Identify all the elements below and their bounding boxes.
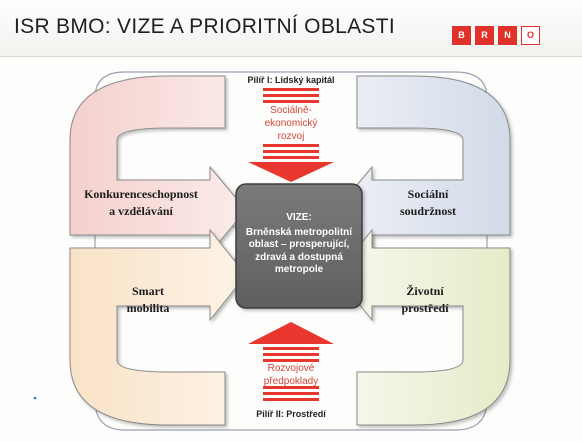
vision-line: Brněnská metropolitní (245, 226, 353, 238)
logo-letter-b: B (452, 26, 471, 45)
red-arrow-bottom (248, 322, 334, 401)
vision-box (235, 183, 363, 309)
area-label-line: prostředí (401, 301, 449, 315)
logo-letter-o: O (521, 26, 540, 45)
bottom-arrow-text: Rozvojové předpoklady (246, 362, 336, 388)
bottom-arrow-text-line: předpoklady (263, 376, 319, 387)
area-label-line: Smart (132, 284, 164, 298)
red-arrow-top (248, 88, 334, 182)
pillar-top-label: Pilíř I: Lidský kapitál (247, 75, 335, 85)
area-label-line: Životní (406, 284, 444, 298)
top-arrow-text-line: Sociálně- (270, 105, 312, 116)
vision-line: metropole (274, 264, 324, 275)
top-arrow-text-line: rozvoj (277, 131, 305, 142)
area-label-line: Sociální (407, 187, 449, 201)
vision-title: VIZE: (286, 212, 312, 223)
brno-logo: B R N O (452, 26, 540, 45)
area-label-bottom-right: Životní prostředí (384, 283, 466, 317)
bottom-arrow-text-line: Rozvojové (267, 363, 315, 374)
header-bar: ISR BMO: VIZE A PRIORITNÍ OBLASTI B R N … (0, 0, 582, 57)
vision-line: zdravá a dostupná (255, 251, 343, 263)
top-arrow-text-line: ekonomický (264, 118, 318, 129)
scan-dot (33, 396, 37, 400)
logo-letter-n: N (498, 26, 517, 45)
area-label-top-left: Konkurenceschopnost a vzdělávání (76, 186, 206, 220)
area-label-line: a vzdělávání (109, 204, 173, 218)
pillar-bottom-label: Pilíř II: Prostředí (256, 409, 326, 419)
slide-title: ISR BMO: VIZE A PRIORITNÍ OBLASTI (14, 15, 395, 38)
vision-text: VIZE: Brněnská metropolitní oblast – pro… (236, 184, 362, 308)
arrow-bottom-left (69, 228, 247, 426)
arrow-top-left (69, 75, 247, 255)
area-label-line: mobilita (126, 301, 170, 315)
area-label-bottom-left: Smart mobilita (110, 283, 186, 317)
arrow-bottom-right (335, 228, 511, 426)
area-label-top-right: Sociální soudržnost (380, 186, 476, 220)
vision-line: oblast – prosperující, (248, 239, 350, 250)
area-label-line: soudržnost (399, 204, 456, 218)
top-arrow-text: Sociálně- ekonomický rozvoj (246, 104, 336, 143)
area-label-line: Konkurenceschopnost (84, 187, 198, 201)
logo-letter-r: R (475, 26, 494, 45)
